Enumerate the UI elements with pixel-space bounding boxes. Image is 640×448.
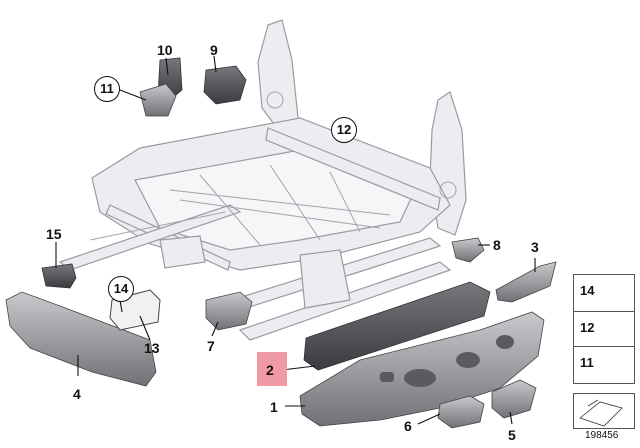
callout-15[interactable]: 15: [46, 226, 62, 242]
callout-8[interactable]: 8: [493, 237, 501, 253]
legend-label-11: 11: [580, 355, 594, 370]
legend-item-14[interactable]: 14: [573, 274, 635, 312]
callout-5[interactable]: 5: [508, 427, 516, 443]
part-4: [5, 291, 157, 387]
legend-label-12: 12: [580, 320, 595, 335]
part-3: [495, 261, 557, 303]
part-1: [299, 311, 545, 427]
legend-item-11[interactable]: 11: [573, 346, 635, 384]
seat-frame: [58, 19, 467, 341]
callout-14[interactable]: 14: [108, 276, 134, 302]
part-8: [451, 237, 485, 263]
legend-symbol-box: [573, 393, 635, 429]
callout-12[interactable]: 12: [331, 117, 357, 143]
callout-7[interactable]: 7: [207, 338, 215, 354]
callout-1[interactable]: 1: [270, 399, 278, 415]
part-2: [303, 281, 491, 371]
callout-9[interactable]: 9: [210, 42, 218, 58]
callout-2-highlight: [257, 352, 287, 386]
callout-3[interactable]: 3: [531, 239, 539, 255]
part-7: [205, 291, 253, 331]
callout-2[interactable]: 2: [266, 362, 274, 378]
part-9: [203, 65, 247, 105]
document-id: 198456: [585, 430, 619, 441]
callout-11[interactable]: 11: [94, 76, 120, 102]
callout-10[interactable]: 10: [157, 42, 173, 58]
leader-lines: [55, 55, 536, 425]
part-1-openings: [380, 335, 514, 387]
part-11: [139, 83, 177, 117]
callout-13[interactable]: 13: [144, 340, 160, 356]
legend-label-14: 14: [580, 283, 595, 298]
callout-6[interactable]: 6: [404, 418, 412, 434]
part-5: [491, 379, 537, 419]
part-6: [437, 395, 485, 429]
part-15: [41, 263, 77, 289]
seat-frame-details: [89, 91, 457, 246]
callout-4[interactable]: 4: [73, 386, 81, 402]
legend-item-12[interactable]: 12: [573, 311, 635, 347]
